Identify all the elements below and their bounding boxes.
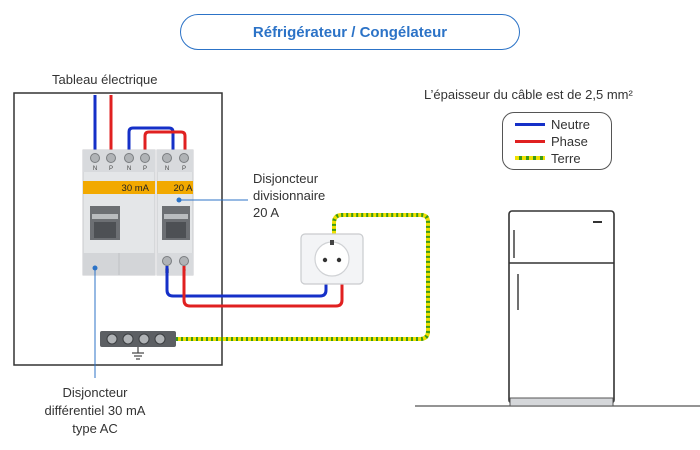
page-title: Réfrigérateur / Congélateur — [252, 23, 448, 41]
differential-rating-text: 30 mA — [122, 183, 150, 194]
outgoing-neutral-wire — [165, 266, 328, 298]
earth-symbol-icon — [132, 347, 144, 360]
divisional-rating-text: 20 A — [173, 183, 193, 194]
panel-label: Tableau électrique — [52, 72, 158, 87]
terminal-letter: P — [143, 166, 147, 172]
phase-swatch — [515, 139, 545, 143]
differential-rating-tag — [83, 181, 155, 194]
legend-item-neutre: Neutre — [515, 116, 591, 132]
earth-bar-screws — [106, 333, 166, 345]
legend-item-phase: Phase — [515, 133, 588, 149]
differential-breaker-label: Disjoncteur différentiel 30 mA type AC — [44, 385, 146, 436]
terminal-letter: N — [93, 166, 97, 172]
neutre-swatch — [515, 122, 545, 126]
legend-label: Neutre — [551, 116, 591, 132]
refrigerator-icon — [508, 210, 615, 407]
terminal-screws-top — [90, 153, 189, 163]
title-banner: Réfrigérateur / Congélateur — [180, 14, 520, 50]
divisional-breaker-label: Disjoncteur divisionnaire 20 A — [253, 171, 326, 220]
legend-label: Terre — [551, 150, 581, 166]
wire-legend: Neutre Phase Terre — [502, 112, 612, 170]
legend-item-terre: Terre — [515, 150, 581, 166]
terminal-letter: P — [182, 166, 186, 172]
cable-note: L’épaisseur du câble est de 2,5 mm² — [424, 87, 633, 102]
terminal-letter: P — [109, 166, 113, 172]
divisional-rating-tag — [157, 181, 193, 194]
outgoing-phase-wire — [182, 266, 344, 308]
jumper-phase-wire — [143, 130, 187, 152]
legend-label: Phase — [551, 133, 588, 149]
terminal-letter: N — [127, 166, 131, 172]
terminal-screws-bottom — [162, 256, 189, 266]
terminal-letter: N — [165, 166, 169, 172]
terre-swatch — [515, 156, 545, 160]
earth-wire — [176, 213, 430, 341]
jumper-neutral-wire — [127, 126, 175, 152]
power-socket — [300, 233, 364, 285]
